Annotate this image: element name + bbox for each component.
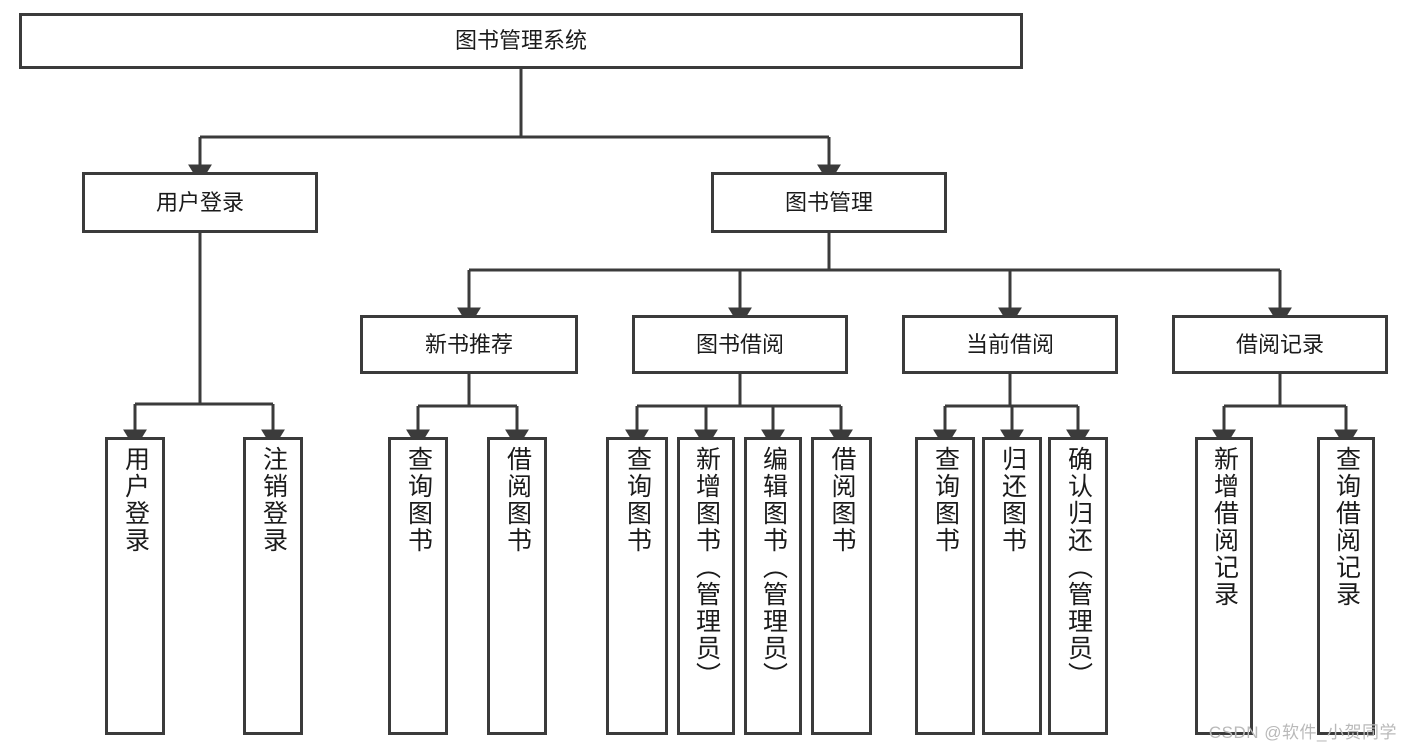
node-leaf-confirm-return[interactable]: 确认归还（管理员） — [1048, 437, 1108, 735]
node-label-leaf-add-record: 新增借阅记录 — [1210, 446, 1239, 608]
edge-paths — [123, 69, 1358, 449]
node-label-leaf-logout: 注销登录 — [259, 446, 288, 554]
node-leaf-edit-book[interactable]: 编辑图书（管理员） — [744, 437, 802, 735]
node-label-leaf-query-record: 查询借阅记录 — [1332, 446, 1361, 608]
node-leaf-logout[interactable]: 注销登录 — [243, 437, 303, 735]
node-new-book-rec[interactable]: 新书推荐 — [360, 315, 578, 374]
node-label-leaf-confirm-return: 确认归还（管理员） — [1064, 446, 1093, 689]
node-label-leaf-return-book: 归还图书 — [998, 446, 1027, 554]
node-leaf-query-record[interactable]: 查询借阅记录 — [1317, 437, 1375, 735]
node-leaf-borrow-book-2[interactable]: 借阅图书 — [811, 437, 872, 735]
node-label-leaf-borrow-book-1: 借阅图书 — [503, 446, 532, 554]
node-label-leaf-query-book-3: 查询图书 — [931, 446, 960, 554]
node-leaf-borrow-book-1[interactable]: 借阅图书 — [487, 437, 547, 735]
node-label-borrow-record: 借阅记录 — [1235, 331, 1324, 357]
node-book-borrow[interactable]: 图书借阅 — [632, 315, 848, 374]
node-label-root: 图书管理系统 — [454, 28, 587, 54]
node-label-leaf-query-book-2: 查询图书 — [623, 446, 652, 554]
node-label-new-book-rec: 新书推荐 — [424, 331, 513, 357]
node-leaf-query-book-2[interactable]: 查询图书 — [606, 437, 668, 735]
node-label-leaf-user-login: 用户登录 — [121, 446, 150, 554]
node-current-borrow[interactable]: 当前借阅 — [902, 315, 1118, 374]
node-label-book-borrow: 图书借阅 — [695, 331, 784, 357]
node-label-leaf-borrow-book-2: 借阅图书 — [828, 446, 856, 554]
node-label-user-login: 用户登录 — [155, 189, 244, 215]
node-leaf-add-book[interactable]: 新增图书（管理员） — [677, 437, 735, 735]
node-leaf-add-record[interactable]: 新增借阅记录 — [1195, 437, 1253, 735]
node-label-leaf-edit-book: 编辑图书（管理员） — [759, 446, 788, 689]
node-label-current-borrow: 当前借阅 — [965, 331, 1054, 357]
node-label-leaf-query-book-1: 查询图书 — [404, 446, 433, 554]
node-leaf-return-book[interactable]: 归还图书 — [982, 437, 1042, 735]
node-root[interactable]: 图书管理系统 — [19, 13, 1023, 69]
node-user-login[interactable]: 用户登录 — [82, 172, 318, 233]
node-label-book-mgmt: 图书管理 — [784, 189, 873, 215]
node-book-mgmt[interactable]: 图书管理 — [711, 172, 947, 233]
node-leaf-user-login[interactable]: 用户登录 — [105, 437, 165, 735]
node-leaf-query-book-3[interactable]: 查询图书 — [915, 437, 975, 735]
node-leaf-query-book-1[interactable]: 查询图书 — [388, 437, 448, 735]
node-borrow-record[interactable]: 借阅记录 — [1172, 315, 1388, 374]
node-label-leaf-add-book: 新增图书（管理员） — [692, 446, 721, 689]
